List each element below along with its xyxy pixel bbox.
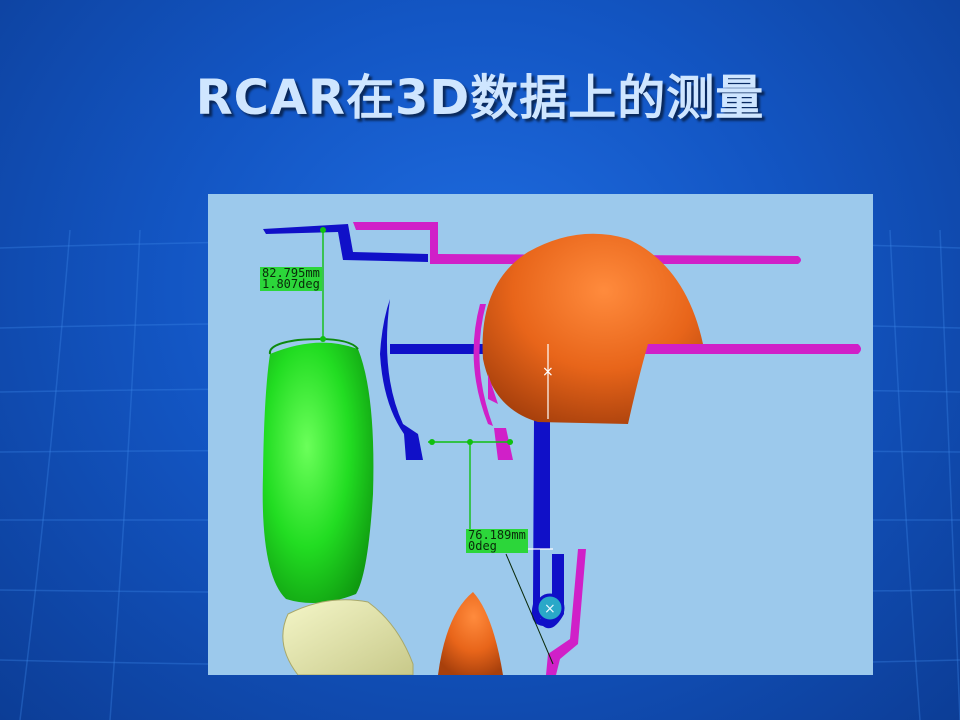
svg-text:×: × [542, 364, 554, 380]
measurement-2-distance: 76.189mm [468, 528, 526, 542]
measurement-1-distance: 82.795mm [262, 266, 320, 280]
lower-part-shape [438, 592, 503, 675]
cad-viewport[interactable]: × × 82.795mm 1.807deg 76.189mm 0deg [208, 194, 873, 675]
seat-pad-shape [282, 599, 414, 675]
blue-upper-profile [263, 224, 428, 262]
measurement-label-2[interactable]: 76.189mm 0deg [466, 529, 528, 553]
measurement-lines [322, 229, 554, 665]
measurement-label-1[interactable]: 82.795mm 1.807deg [260, 267, 322, 291]
magenta-lower-bar [628, 344, 861, 354]
measurement-1-angle: 1.807deg [262, 277, 320, 291]
blue-bracket [380, 299, 423, 460]
measurement-2-angle: 0deg [468, 539, 497, 553]
headform-shape [482, 233, 703, 424]
wheel-shape [262, 338, 374, 603]
slide-title: RCAR在3D数据上的测量 [195, 70, 765, 126]
pivot-joint [535, 593, 565, 623]
magenta-lower-arm [546, 549, 586, 675]
blue-rod [531, 419, 564, 629]
svg-text:×: × [544, 601, 556, 617]
cad-model-drawing: × × [262, 222, 861, 675]
